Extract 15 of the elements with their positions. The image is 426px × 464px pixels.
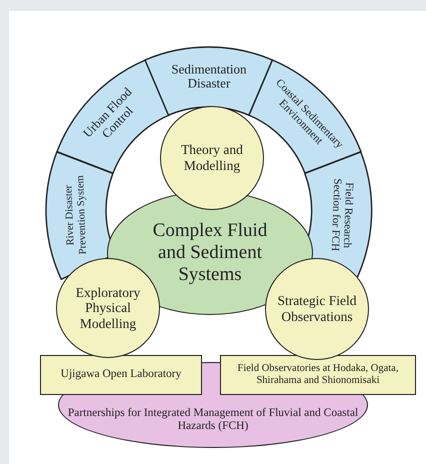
ring-segment xyxy=(56,60,169,174)
segment-label: River Disaster Prevention System xyxy=(62,174,90,256)
node-label: Ujigawa Open Laboratory xyxy=(60,368,182,382)
label-box xyxy=(220,355,416,395)
label-box xyxy=(40,355,202,395)
node-label: Partnerships for Integrated Management of Fluvial and Coastal Hazards (FCH) xyxy=(66,406,360,434)
node-label: Complex Fluid and Sediment Systems xyxy=(152,220,268,286)
ring-segment xyxy=(249,60,362,174)
node-label: Theory and Modelling xyxy=(180,142,244,174)
segment-label: Field Research Section for FCH xyxy=(328,176,356,253)
node-label: Exploratory Physical Modelling xyxy=(74,284,142,332)
node-label: Field Observatories at Hodaka, Ogata, Shirahama and Shionomisaki xyxy=(236,362,400,388)
node-label: Strategic Field Observations xyxy=(276,293,358,325)
ring-segment xyxy=(145,47,273,116)
segment-label: Sedimentation Disaster xyxy=(170,62,248,92)
